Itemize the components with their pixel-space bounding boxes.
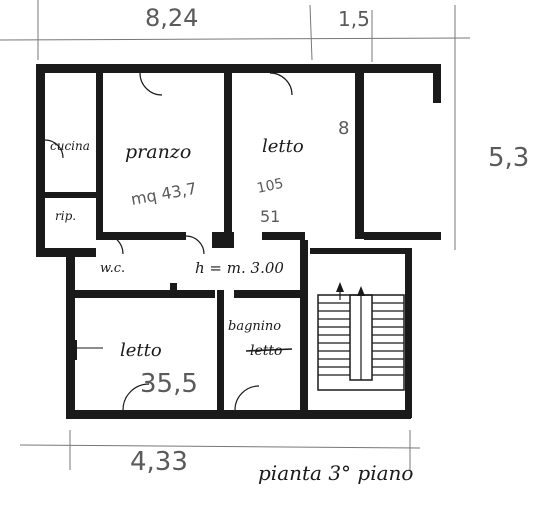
room-label-kitchen: cucina xyxy=(50,139,90,153)
dimension-lines xyxy=(0,0,471,470)
room-label-bedroom-top: letto xyxy=(262,136,304,157)
area-note-main: mq 43,7 xyxy=(129,179,198,209)
staircase xyxy=(317,282,405,391)
area-note-right-2: 51 xyxy=(260,207,280,226)
room-label-bathroom: bagnino xyxy=(228,319,281,334)
ceiling-height-label: h = m. 3.00 xyxy=(195,259,284,277)
area-note-bottom: 35,5 xyxy=(140,369,198,399)
room-label-bedroom-bottom: letto xyxy=(120,340,162,361)
room-label-bathroom-struck: letto xyxy=(250,343,282,359)
outer-walls xyxy=(36,64,441,419)
dimension-top-right: 1,5 xyxy=(338,7,370,31)
plan-caption: pianta 3° piano xyxy=(258,461,413,485)
door-arcs xyxy=(44,72,293,411)
dimension-right-side: 5,3 xyxy=(488,143,529,173)
side-mark: 8 xyxy=(338,118,349,139)
window-marks xyxy=(73,340,103,360)
dimension-bottom: 4,33 xyxy=(130,447,188,477)
area-note-right: 105 xyxy=(256,176,285,197)
interior-walls xyxy=(45,73,412,418)
room-label-dining: pranzo xyxy=(125,141,191,163)
strike-through-line xyxy=(245,348,293,352)
room-label-wc: w.c. xyxy=(100,261,125,276)
dimension-top-left: 8,24 xyxy=(145,4,198,32)
room-label-closet: rip. xyxy=(55,209,76,223)
